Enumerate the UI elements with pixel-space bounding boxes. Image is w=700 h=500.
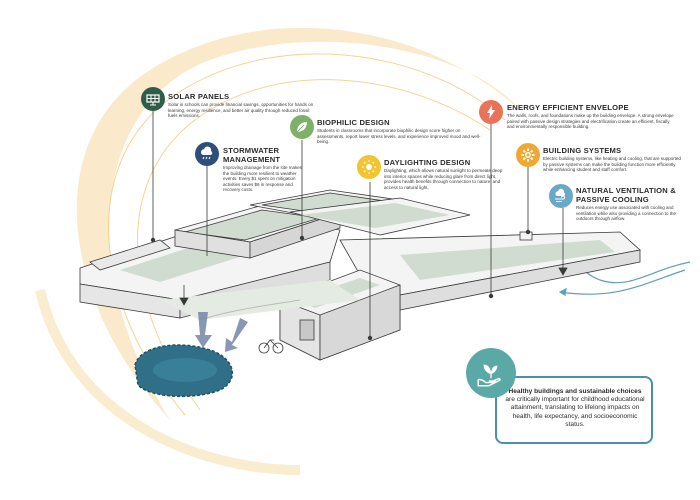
envelope-badge	[479, 100, 503, 124]
solar-desc: Solar in schools can provide financial s…	[168, 102, 314, 119]
ventilation-desc: Reduces energy use associated with cooli…	[576, 205, 677, 222]
solar-badge	[141, 87, 165, 111]
summary-body-text: are critically important for childhood e…	[505, 396, 645, 428]
summary-badge	[466, 348, 516, 398]
biophilic-callout: BIOPHILIC DESIGN Students in classrooms …	[317, 118, 485, 145]
daylighting-desc: Daylighting, which allows natural sunlig…	[384, 168, 503, 190]
stormwater-badge	[195, 142, 219, 166]
sun-icon	[362, 160, 376, 174]
rain-cloud-icon	[201, 146, 213, 160]
biophilic-desc: Students in classrooms that incorporate …	[317, 128, 481, 145]
envelope-callout: ENERGY EFFICIENT ENVELOPE The walls, roo…	[507, 103, 677, 130]
gear-icon	[521, 148, 535, 162]
building-long-wing	[339, 231, 641, 311]
biophilic-title: BIOPHILIC DESIGN	[317, 118, 390, 127]
building-east-block	[289, 197, 471, 236]
systems-callout: BUILDING SYSTEMS Electric building syste…	[543, 146, 683, 173]
systems-title: BUILDING SYSTEMS	[543, 146, 622, 155]
envelope-title: ENERGY EFFICIENT ENVELOPE	[507, 103, 629, 112]
systems-desc: Electric building systems, like heating …	[543, 156, 681, 173]
ventilation-badge	[549, 184, 573, 208]
stormwater-desc: Improving drainage from the site makes t…	[223, 165, 303, 193]
ventilation-title-2: PASSIVE COOLING	[576, 195, 649, 204]
bicycle-icon	[258, 339, 284, 354]
wind-cloud-icon	[555, 188, 566, 202]
summary-text: Healthy buildings and sustainable choice…	[505, 388, 645, 429]
summary-bold-text: Healthy buildings and sustainable choice…	[508, 388, 642, 395]
ventilation-title-1: NATURAL VENTILATION &	[576, 186, 676, 195]
stormwater-title-2: MANAGEMENT	[223, 155, 281, 164]
courtyard-paths	[160, 280, 360, 321]
envelope-desc: The walls, roofs, and foundations make u…	[507, 113, 674, 130]
daylighting-title: DAYLIGHTING DESIGN	[384, 158, 471, 167]
callout-leader-lines	[150, 110, 568, 341]
rain-garden-pond	[134, 344, 234, 398]
stormwater-callout: STORMWATER MANAGEMENT Improving drainage…	[223, 146, 303, 193]
hands-with-plant-icon	[477, 364, 501, 387]
ventilation-callout: NATURAL VENTILATION & PASSIVE COOLING Re…	[576, 186, 694, 222]
biophilic-badge	[290, 115, 314, 139]
daylighting-badge	[357, 155, 381, 179]
solar-title: SOLAR PANELS	[168, 92, 230, 101]
systems-badge	[516, 143, 540, 167]
summary-box: Healthy buildings and sustainable choice…	[495, 376, 653, 444]
daylighting-callout: DAYLIGHTING DESIGN Daylighting, which al…	[384, 158, 504, 190]
solar-panel-icon	[146, 94, 160, 106]
runoff-arrows	[195, 312, 248, 352]
solar-callout: SOLAR PANELS Solar in schools can provid…	[168, 92, 318, 119]
leaf-icon	[296, 122, 307, 133]
lightning-bolt-icon	[487, 105, 495, 119]
stormwater-title-1: STORMWATER	[223, 146, 280, 155]
